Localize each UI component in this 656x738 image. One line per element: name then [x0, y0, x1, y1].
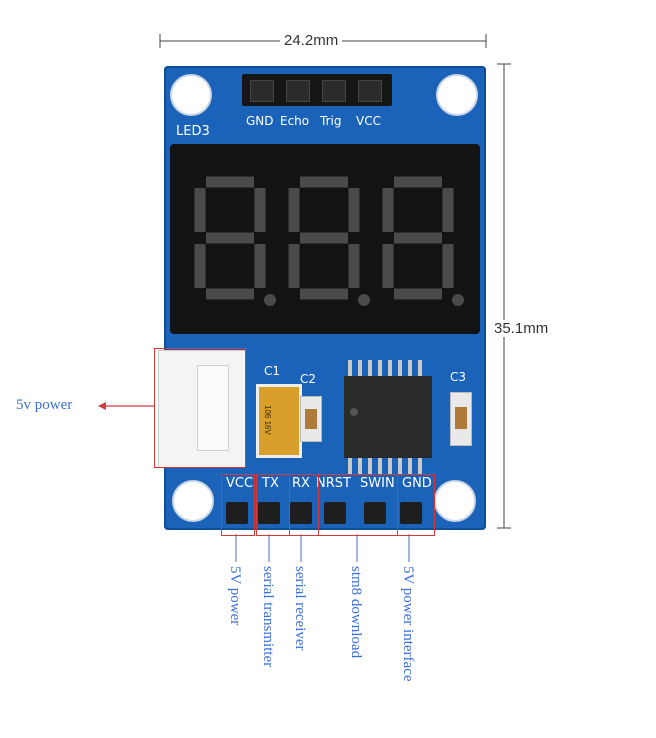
pin-label-trig: Trig [320, 114, 342, 128]
c3-label: C3 [450, 370, 467, 384]
bottom-label-swin: SWIN [360, 476, 395, 491]
highlight-tx [256, 474, 290, 536]
bottom-label-tx: TX [262, 476, 279, 491]
pin-gnd [400, 502, 422, 524]
bottom-label-gnd: GND [402, 476, 432, 491]
pin-vcc [226, 502, 248, 524]
digit-segments [194, 176, 464, 306]
tantalum-capacitor: 106 16V [256, 384, 302, 458]
label-vcc-function: 5V power [227, 566, 243, 626]
highlight-swd [318, 474, 398, 536]
highlight-rx [289, 474, 319, 536]
highlight-vcc [221, 474, 255, 536]
c2-label: C2 [300, 372, 317, 386]
c2-capacitor [300, 396, 322, 442]
highlight-gnd [397, 474, 435, 536]
mounting-hole-top-left [170, 74, 212, 116]
pin-label-echo: Echo [280, 114, 310, 128]
pin-nrst [324, 502, 346, 524]
label-tx-function: serial transmitter [260, 566, 276, 668]
top-pin-header [242, 74, 392, 106]
label-5v-power-connector: 5v power [16, 397, 73, 413]
pin-rx [290, 502, 312, 524]
highlight-power-connector [154, 348, 246, 468]
power-connector [158, 350, 246, 468]
chip-pins [348, 360, 422, 474]
mounting-hole-bottom-right [434, 480, 476, 522]
mcu-chip [344, 376, 432, 458]
bottom-label-vcc: VCC [226, 476, 254, 491]
c1-label: C1 [264, 364, 281, 378]
mounting-hole-top-right [436, 74, 478, 116]
pin-label-vcc: VCC [356, 114, 381, 128]
seven-segment-display [170, 144, 480, 334]
pin-swin [364, 502, 386, 524]
led3-label: LED3 [176, 124, 210, 139]
pin-label-gnd: GND [246, 114, 274, 128]
label-swd-function: stm8 download [348, 566, 364, 659]
bottom-label-nrst: NRST [316, 476, 351, 491]
pcb-board: GND Echo Trig VCC LED3 [158, 66, 486, 530]
mounting-hole-bottom-left [172, 480, 214, 522]
c3-capacitor [450, 392, 472, 446]
height-dimension-label: 35.1mm [490, 320, 553, 337]
width-dimension-label: 24.2mm [280, 32, 343, 49]
bottom-label-rx: RX [292, 476, 310, 491]
label-gnd-function: 5V power interface [400, 566, 416, 682]
label-rx-function: serial receiver [292, 566, 308, 651]
pin-tx [258, 502, 280, 524]
